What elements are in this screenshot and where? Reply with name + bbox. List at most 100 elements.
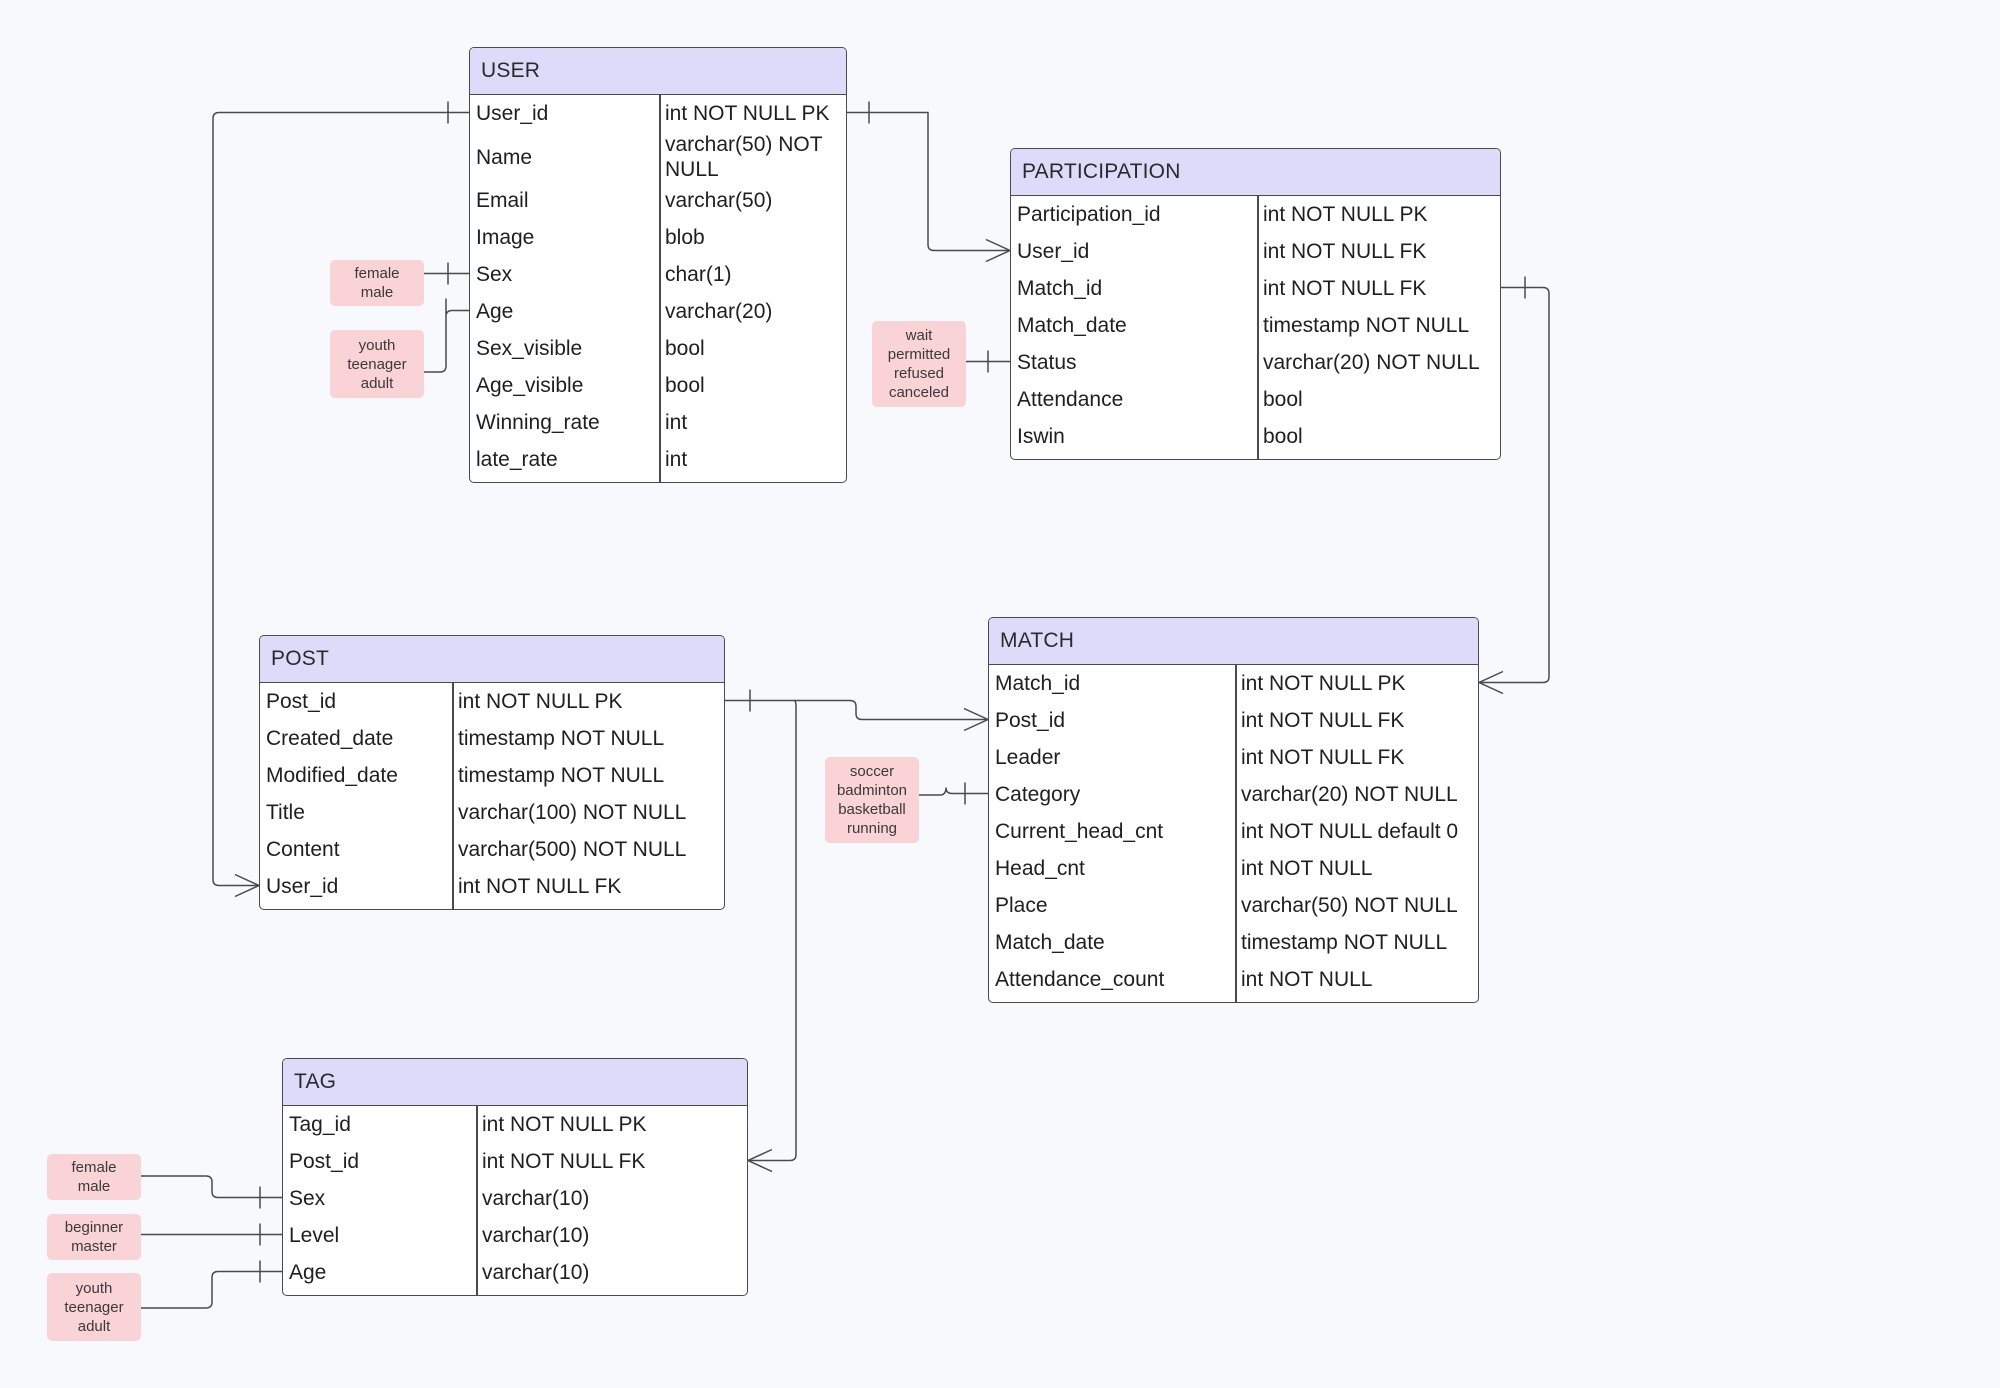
field-type: timestamp NOT NULL [1241, 931, 1448, 954]
post-match-relationship [725, 699, 988, 721]
column-divider [659, 95, 661, 482]
field-type: char(1) [665, 263, 732, 286]
column-divider [452, 683, 454, 909]
enum-value: teenager [347, 355, 407, 373]
tag-entity-title: TAG [283, 1059, 747, 1106]
enum-value: youth [358, 336, 396, 354]
field-name: Title [266, 801, 305, 824]
enum-value: running [846, 820, 898, 837]
enum-value: canceled [888, 384, 950, 401]
enum-value: beginner [64, 1219, 124, 1236]
field-name: Iswin [1017, 425, 1065, 448]
field-name: User_id [266, 875, 339, 898]
enum-value: adult [77, 1317, 111, 1335]
enum-value: refused [893, 365, 945, 382]
field-name: Level [289, 1224, 340, 1247]
enum-value: badminton [836, 782, 908, 799]
participation-entity-title: PARTICIPATION [1011, 149, 1500, 196]
user-participation-relationship [847, 111, 1010, 252]
field-type: int NOT NULL PK [1241, 672, 1406, 695]
field-name: Match_id [1017, 277, 1103, 300]
field-name: Head_cnt [995, 857, 1085, 880]
field-type: int NOT NULL FK [1263, 240, 1427, 263]
enum-value: adult [360, 374, 394, 392]
field-type: varchar(10) [482, 1187, 590, 1210]
field-name: Tag_id [289, 1113, 351, 1136]
field-name: Post_id [266, 690, 337, 713]
field-name: Current_head_cnt [995, 820, 1164, 843]
enum-value: master [71, 1238, 117, 1255]
field-name: Age_visible [476, 374, 584, 397]
user-age-enum-link [424, 309, 469, 373]
field-type: int [665, 411, 688, 434]
field-name: Leader [995, 746, 1061, 769]
field-type: varchar(20) NOT NULL [1263, 351, 1480, 374]
field-row[interactable]: User_id int NOT NULL FK [260, 868, 724, 905]
field-type: int NOT NULL [1241, 857, 1373, 880]
field-name: Category [995, 783, 1081, 806]
user-entity-title: USER [470, 48, 846, 95]
field-type: timestamp NOT NULL [458, 764, 665, 787]
many-marker [1477, 670, 1504, 695]
field-type: int NOT NULL FK [482, 1150, 646, 1173]
field-row[interactable]: Title varchar(100) NOT NULL [260, 794, 724, 831]
tag-age-enum-link [141, 1270, 282, 1309]
field-name: Age [289, 1261, 327, 1284]
enum-value: female [354, 265, 400, 282]
field-type: timestamp NOT NULL [458, 727, 665, 750]
field-type: int NOT NULL FK [458, 875, 622, 898]
field-type: int NOT NULL FK [1263, 277, 1427, 300]
field-name: Image [476, 226, 535, 249]
field-row[interactable]: Head_cnt int NOT NULL [989, 850, 1478, 887]
field-row[interactable]: Match_id int NOT NULL FK [1011, 270, 1500, 307]
field-type: varchar(100) NOT NULL [458, 801, 687, 824]
field-type: bool [665, 337, 705, 360]
field-type: varchar(500) NOT NULL [458, 838, 687, 861]
match-category-enum-link [919, 787, 988, 796]
field-type: timestamp NOT NULL [1263, 314, 1470, 337]
tag-sex-enum-link [141, 1175, 282, 1199]
enum-value: male [360, 284, 394, 301]
